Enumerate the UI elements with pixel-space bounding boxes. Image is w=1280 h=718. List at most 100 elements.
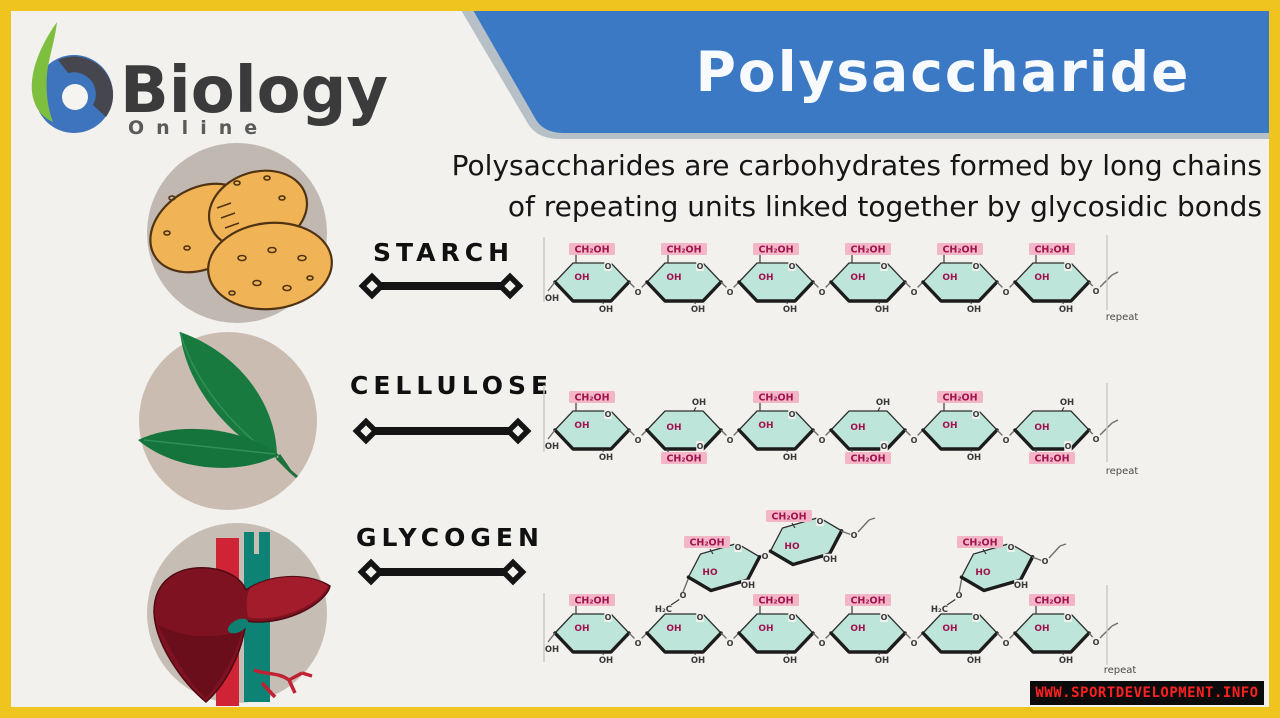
svg-text:OH: OH (1059, 305, 1073, 315)
svg-text:OH: OH (741, 581, 755, 591)
cellulose-structure: CH₂OHOOHOHOOHOHOCH₂OHOCH₂OHOOHOHOOHOHOCH… (543, 383, 1139, 477)
svg-text:OH: OH (823, 555, 837, 565)
svg-text:CH₂OH: CH₂OH (689, 537, 724, 548)
svg-text:O: O (735, 543, 742, 552)
svg-text:OH: OH (875, 656, 889, 666)
svg-text:O: O (881, 442, 888, 451)
svg-text:O: O (819, 639, 826, 648)
svg-text:OH: OH (599, 453, 613, 463)
svg-text:O: O (881, 613, 888, 622)
liver (153, 532, 331, 706)
svg-text:OH: OH (967, 656, 981, 666)
glycogen-label-bar (357, 558, 527, 586)
cellulose-label-bar (352, 417, 532, 445)
svg-text:OH: OH (1034, 423, 1049, 433)
glycogen-illustration-liver (147, 523, 331, 706)
svg-text:O: O (789, 410, 796, 419)
svg-text:O: O (973, 613, 980, 622)
svg-text:O: O (1093, 638, 1100, 647)
svg-text:O: O (819, 288, 826, 297)
title-banner: Polysaccharide (458, 10, 1280, 139)
svg-text:OH: OH (967, 305, 981, 315)
svg-text:OH: OH (783, 305, 797, 315)
svg-text:O: O (911, 288, 918, 297)
svg-text:OH: OH (876, 398, 890, 408)
svg-text:CH₂OH: CH₂OH (1034, 244, 1069, 255)
svg-text:OH: OH (942, 421, 957, 431)
svg-text:OH: OH (574, 421, 589, 431)
svg-text:OH: OH (758, 624, 773, 634)
logo-drop-swirl (58, 56, 114, 117)
svg-text:O: O (635, 436, 642, 445)
svg-text:OH: OH (850, 273, 865, 283)
svg-text:CH₂OH: CH₂OH (942, 244, 977, 255)
starch-structure: CH₂OHOOHOHOCH₂OHOOHOHOCH₂OHOOHOHOCH₂OHOO… (543, 235, 1139, 323)
svg-text:OH: OH (545, 294, 559, 304)
svg-text:OH: OH (691, 305, 705, 315)
banner-title: Polysaccharide (696, 40, 1191, 104)
svg-text:OH: OH (1014, 581, 1028, 591)
svg-text:O: O (680, 591, 687, 600)
svg-text:CH₂OH: CH₂OH (942, 392, 977, 403)
svg-text:O: O (1003, 639, 1010, 648)
glycogen-structure: CH₂OHOOHOHOH₂COOOHOHOCH₂OHOOHOHOCH₂OHOOH… (543, 510, 1136, 676)
svg-text:repeat: repeat (1106, 312, 1139, 323)
svg-text:CH₂OH: CH₂OH (771, 511, 806, 522)
svg-text:OH: OH (599, 305, 613, 315)
svg-text:CH₂OH: CH₂OH (850, 453, 885, 464)
svg-text:O: O (973, 262, 980, 271)
svg-text:O: O (762, 552, 769, 561)
cellulose-illustration-leaves (138, 331, 317, 510)
svg-text:O: O (605, 410, 612, 419)
svg-text:CH₂OH: CH₂OH (574, 244, 609, 255)
svg-text:CH₂OH: CH₂OH (850, 595, 885, 606)
watermark: WWW.SPORTDEVELOPMENT.INFO (1030, 681, 1264, 705)
banner-shape (468, 10, 1280, 133)
svg-text:HO: HO (975, 568, 991, 578)
svg-text:O: O (1042, 557, 1049, 566)
svg-text:OH: OH (545, 645, 559, 655)
svg-text:CH₂OH: CH₂OH (758, 392, 793, 403)
row-label-cellulose: CELLULOSE (350, 371, 554, 400)
svg-text:OH: OH (666, 273, 681, 283)
glucose-ring-branch: CH₂OH O HO OH (766, 510, 844, 567)
svg-text:OH: OH (1059, 656, 1073, 666)
svg-text:repeat: repeat (1106, 466, 1139, 477)
svg-text:O: O (697, 613, 704, 622)
svg-text:OH: OH (691, 656, 705, 666)
svg-text:CH₂OH: CH₂OH (962, 537, 997, 548)
svg-text:OH: OH (783, 656, 797, 666)
definition-line2: of repeating units linked together by gl… (507, 190, 1262, 223)
row-label-starch: STARCH (373, 238, 514, 267)
definition-text: Polysaccharides are carbohydrates formed… (300, 145, 1262, 227)
svg-text:H₂C: H₂C (655, 605, 672, 615)
svg-text:O: O (605, 613, 612, 622)
svg-text:OH: OH (1034, 273, 1049, 283)
definition-line1: Polysaccharides are carbohydrates formed… (451, 149, 1262, 182)
svg-text:O: O (1093, 435, 1100, 444)
svg-text:O: O (1003, 288, 1010, 297)
leaves (138, 331, 298, 479)
gallbladder (227, 618, 249, 634)
svg-text:OH: OH (783, 453, 797, 463)
svg-text:HO: HO (784, 542, 800, 552)
svg-text:O: O (817, 517, 824, 526)
svg-text:CH₂OH: CH₂OH (666, 453, 701, 464)
logo-drop-hole (62, 84, 88, 110)
logo-subtitle-text: Online (128, 117, 269, 139)
svg-text:OH: OH (545, 442, 559, 452)
svg-text:CH₂OH: CH₂OH (574, 595, 609, 606)
svg-text:O: O (1008, 543, 1015, 552)
svg-text:OH: OH (574, 624, 589, 634)
svg-text:OH: OH (574, 273, 589, 283)
